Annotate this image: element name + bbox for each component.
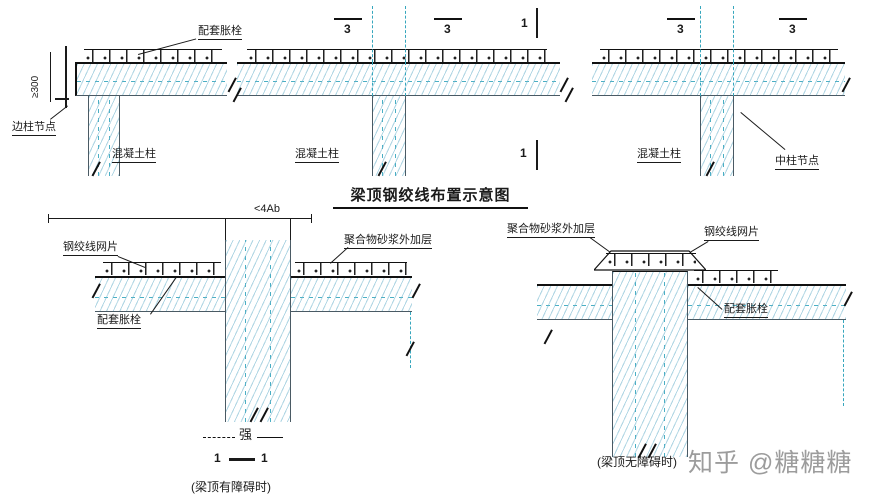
- dimension-label: <4Ab: [254, 203, 280, 215]
- dimension-tick: [311, 214, 312, 223]
- break-mark: [227, 77, 237, 93]
- dash-segment: [203, 437, 235, 438]
- beam-section: [291, 276, 412, 312]
- break-mark: [564, 87, 574, 103]
- beam-section: [537, 284, 612, 320]
- section-cut-line: [536, 8, 538, 38]
- beam-section: [75, 62, 227, 96]
- concrete-column-label: 混凝土柱: [295, 148, 339, 163]
- section-number: 1: [521, 16, 528, 30]
- column-through-beam: [700, 62, 734, 96]
- hidden-edge-line: [410, 312, 411, 368]
- beam-section: [237, 62, 560, 96]
- concrete-column: [225, 240, 291, 422]
- concrete-column: [612, 271, 688, 457]
- bent-strand-tick: [55, 98, 69, 100]
- section-number: 3: [444, 22, 451, 36]
- section-number: 1: [520, 146, 527, 160]
- break-mark: [411, 283, 421, 299]
- section-cut-line: [536, 140, 538, 170]
- section-number: 3: [344, 22, 351, 36]
- upper-column-line: [225, 219, 226, 240]
- section-cut-line: [434, 18, 462, 20]
- watermark: 知乎 @糖糖糖: [688, 449, 853, 477]
- strand-anchor-row: [694, 270, 778, 283]
- detail-caption: (梁顶无障碍时): [597, 455, 677, 469]
- section-cut-line: [667, 18, 695, 20]
- section-title-number: 1: [214, 451, 221, 465]
- anchor-bolt-label: 配套胀栓: [198, 25, 242, 40]
- section-number: 3: [677, 22, 684, 36]
- mid-node-label: 中柱节点: [775, 155, 819, 170]
- upper-column-hidden: [700, 6, 734, 62]
- leader-line: [740, 112, 786, 151]
- break-mark: [559, 77, 569, 93]
- strong-label: 强: [239, 427, 253, 442]
- edge-node-label: 边柱节点: [12, 121, 56, 136]
- strand-anchor-row: [103, 262, 221, 275]
- break-mark: [543, 329, 553, 345]
- dimension-label: ≥300: [30, 75, 41, 98]
- anchor-bolt-label: 配套胀栓: [724, 303, 768, 318]
- section-cut-line: [334, 18, 362, 20]
- leader-line: [50, 105, 69, 120]
- concrete-column-label: 混凝土柱: [112, 148, 156, 163]
- strand-anchor-row: [84, 49, 222, 62]
- dash-segment: [257, 437, 283, 438]
- dimension-tick: [48, 214, 49, 223]
- strand-anchor-row: [295, 262, 407, 275]
- section-cut-line: [779, 18, 807, 20]
- detail-caption: (梁顶有障碍时): [191, 480, 271, 494]
- section-number: 3: [789, 22, 796, 36]
- section-title-bar: [229, 458, 255, 461]
- strand-anchor-row: [606, 253, 696, 266]
- dimension-line: [50, 52, 51, 102]
- concrete-column: [372, 96, 406, 176]
- anchor-bolt-label: 配套胀栓: [97, 314, 141, 329]
- beam-section: [95, 276, 225, 312]
- hidden-edge-line: [843, 320, 844, 406]
- concrete-column: [700, 96, 734, 176]
- drawing-title: 梁顶钢绞线布置示意图: [333, 184, 528, 209]
- upper-column-hidden: [372, 6, 406, 62]
- mortar-layer-label: 聚合物砂浆外加层: [507, 223, 595, 238]
- dimension-line: [48, 218, 312, 220]
- upper-column-line: [290, 219, 291, 240]
- strand-anchor-row: [600, 49, 838, 62]
- strand-mesh-label: 钢绞线网片: [704, 226, 759, 241]
- strand-mesh-label: 钢绞线网片: [63, 241, 118, 256]
- beam-section: [592, 62, 845, 96]
- bent-strand-line: [65, 46, 67, 108]
- strand-anchor-row: [247, 49, 547, 62]
- section-title-number: 1: [261, 451, 268, 465]
- column-through-beam: [372, 62, 406, 96]
- mortar-layer-label: 聚合物砂浆外加层: [344, 234, 432, 249]
- concrete-column-label: 混凝土柱: [637, 148, 681, 163]
- concrete-column: [88, 96, 120, 176]
